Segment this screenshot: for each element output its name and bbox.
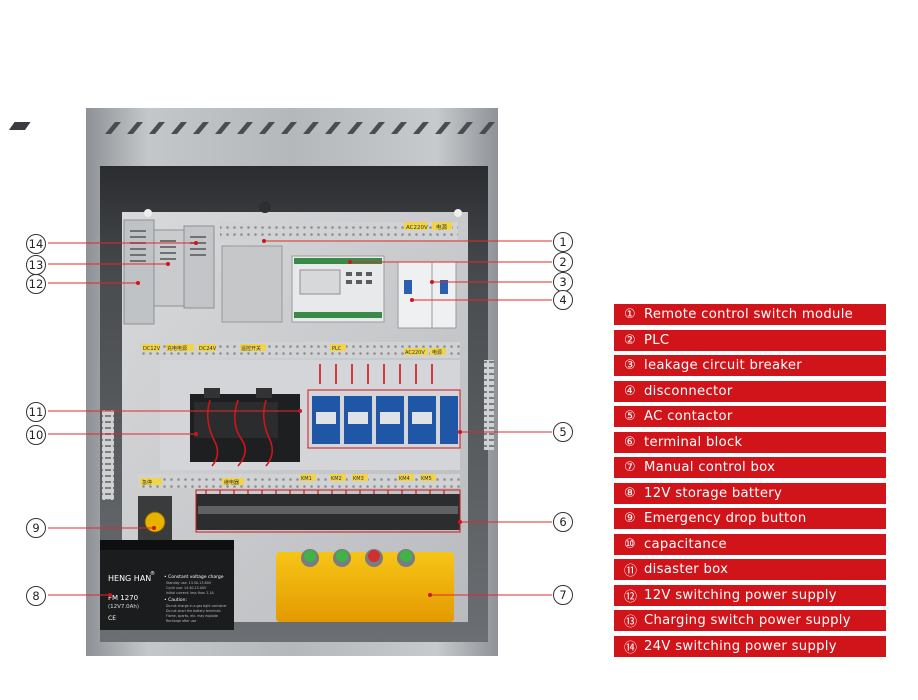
- callout-9: 9: [25, 517, 47, 539]
- callout-10: 10: [25, 424, 47, 446]
- switching-power-supplies: [123, 219, 215, 325]
- cabinet-top-rim: [86, 108, 498, 152]
- svg-text:遥控开关: 遥控开关: [241, 345, 261, 352]
- svg-text:继电器: 继电器: [224, 479, 239, 486]
- callout-4: 4: [552, 289, 574, 311]
- callout-14: 14: [25, 233, 47, 255]
- emergency-button: [144, 511, 166, 533]
- svg-text:KM3: KM3: [353, 476, 364, 482]
- svg-text:AC220V: AC220V: [405, 350, 425, 356]
- svg-text:DC24V: DC24V: [199, 346, 217, 352]
- callout-8: 8: [25, 585, 47, 607]
- disconnector: [431, 261, 457, 329]
- middle-wiring-duct: [138, 342, 460, 358]
- svg-text:Standby use: 13.50-13.80V: Standby use: 13.50-13.80V: [166, 581, 212, 585]
- top-vent-slots: [8, 122, 31, 130]
- callout-1: 1: [552, 231, 574, 253]
- svg-text:Initial current: less than 2.1: Initial current: less than 2.1A: [166, 591, 214, 595]
- top-wiring-duct: [220, 222, 458, 240]
- storage-battery: HENG HAN ® FM 1270 (12V7.0Ah) CE • Const…: [100, 540, 234, 630]
- ac-contactors: [312, 396, 458, 444]
- svg-text:Do not charge in a gas tight c: Do not charge in a gas tight container: [166, 604, 227, 608]
- svg-text:PLC: PLC: [332, 346, 342, 352]
- svg-text:(12V7.0Ah): (12V7.0Ah): [108, 604, 139, 610]
- svg-text:电源: 电源: [432, 349, 442, 356]
- svg-text:电源: 电源: [436, 223, 448, 231]
- svg-text:CE: CE: [108, 615, 116, 622]
- leakage-circuit-breaker: [397, 261, 433, 329]
- left-side-vent: [102, 410, 114, 500]
- remote-control-switch-module: [221, 245, 283, 323]
- svg-text:DC12V: DC12V: [143, 346, 161, 352]
- svg-text:KM5: KM5: [421, 476, 432, 482]
- svg-text:KM1: KM1: [301, 476, 312, 482]
- svg-text:• Caution:: • Caution:: [164, 597, 187, 603]
- callout-11: 11: [25, 401, 47, 423]
- svg-text:KM4: KM4: [399, 476, 410, 482]
- svg-text:HENG HAN: HENG HAN: [108, 574, 151, 583]
- callout-6: 6: [552, 511, 574, 533]
- right-side-vent: [484, 360, 494, 450]
- svg-text:AC220V: AC220V: [406, 225, 428, 231]
- svg-text:FM 1270: FM 1270: [108, 594, 138, 602]
- svg-text:®: ®: [150, 570, 155, 577]
- svg-text:Flame, sparks, etc. may explod: Flame, sparks, etc. may explode: [166, 614, 218, 618]
- callout-7: 7: [552, 584, 574, 606]
- svg-text:Recharge after use: Recharge after use: [166, 619, 196, 623]
- svg-text:Cycle use: 14.40-15.00V: Cycle use: 14.40-15.00V: [166, 586, 207, 590]
- svg-text:急停: 急停: [142, 479, 152, 486]
- svg-text:充电电源: 充电电源: [167, 345, 187, 352]
- svg-text:KM2: KM2: [331, 476, 342, 482]
- manual-control-box: [276, 549, 454, 622]
- svg-text:• Constant voltage charge: • Constant voltage charge: [164, 574, 224, 580]
- callout-5: 5: [552, 421, 574, 443]
- svg-text:Do not short the battery termi: Do not short the battery terminals: [166, 609, 221, 613]
- callout-2: 2: [552, 251, 574, 273]
- callout-12: 12: [25, 273, 47, 295]
